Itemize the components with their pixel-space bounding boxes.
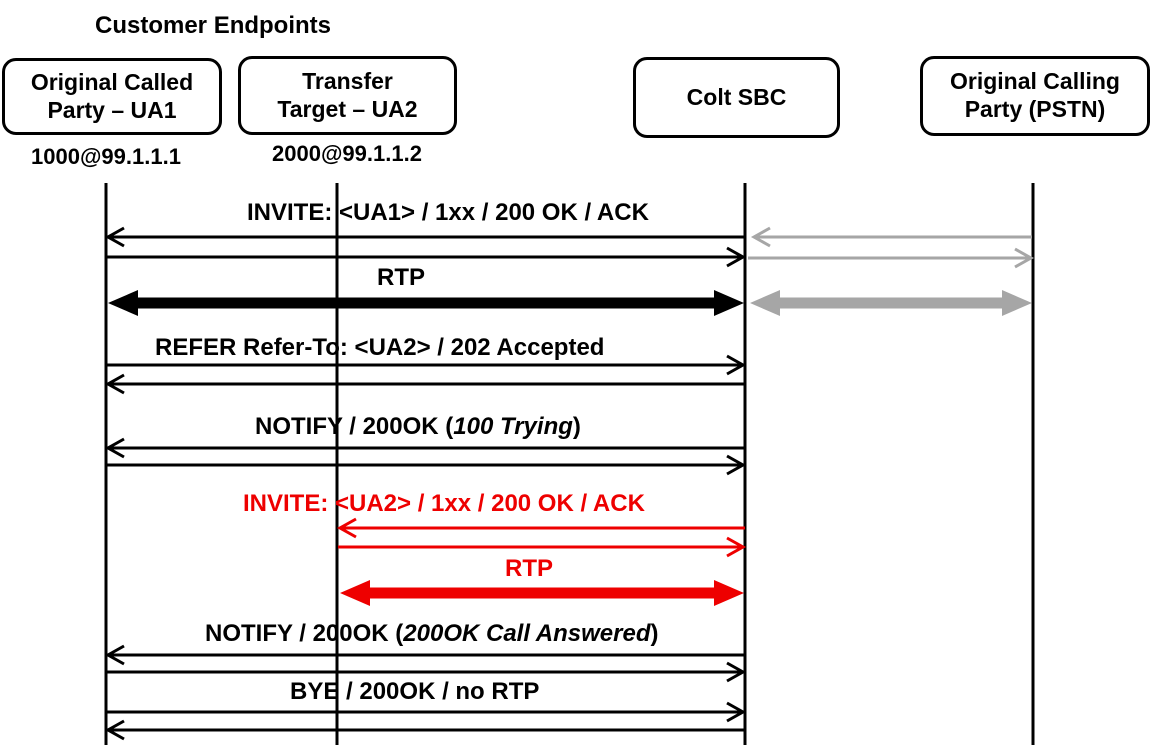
- message-label-notify-answered: NOTIFY / 200OK (200OK Call Answered): [205, 620, 659, 647]
- actor-box-ua2: Transfer Target – UA2: [238, 56, 457, 135]
- actor-box-sbc: Colt SBC: [633, 57, 840, 138]
- actor-pstn-line2: Party (PSTN): [964, 96, 1106, 122]
- arrow-invite-leg1-to-sbc: [106, 246, 747, 268]
- arrow-invite-leg2-to-sbc: [338, 536, 747, 558]
- actor-box-ua1: Original Called Party – UA1: [2, 58, 222, 135]
- message-label-notify-trying: NOTIFY / 200OK (100 Trying): [255, 413, 581, 440]
- arrow-pstn-rtp: [750, 290, 1032, 316]
- notify-trying-italic: 100 Trying: [453, 413, 573, 440]
- arrow-rtp-leg1: [108, 290, 744, 316]
- message-label-refer: REFER Refer-To: <UA2> / 202 Accepted: [155, 334, 605, 361]
- actor-ua1-address: 1000@99.1.1.1: [31, 144, 181, 169]
- message-label-invite-leg1: INVITE: <UA1> / 1xx / 200 OK / ACK: [247, 199, 649, 226]
- message-label-bye: BYE / 200OK / no RTP: [290, 678, 540, 705]
- actor-ua2-address: 2000@99.1.1.2: [272, 141, 422, 166]
- customer-endpoints-title: Customer Endpoints: [95, 12, 332, 39]
- actor-box-pstn: Original Calling Party (PSTN): [920, 56, 1150, 136]
- notify-answered-post: ): [650, 620, 659, 647]
- arrow-pstn-invite-to-sbc: [750, 226, 1032, 248]
- arrow-notify-answered-to-sbc: [106, 661, 747, 683]
- actor-sbc-line1: Colt SBC: [686, 83, 787, 110]
- arrow-invite-leg1-to-ua1: [104, 226, 745, 248]
- message-label-rtp-leg1: RTP: [377, 264, 425, 291]
- actor-ua2-line1: Transfer: [302, 67, 393, 94]
- actor-ua1-line1: Original Called: [30, 68, 194, 95]
- notify-trying-post: ): [572, 413, 581, 440]
- arrow-bye-to-ua1: [104, 719, 745, 741]
- arrow-rtp-leg2: [340, 580, 744, 606]
- arrow-notify-trying-to-sbc: [106, 454, 747, 476]
- arrow-pstn-invite-to-pstn: [748, 247, 1035, 269]
- arrow-refer-to-sbc: [106, 354, 747, 376]
- arrow-notify-answered-to-ua1: [104, 644, 745, 666]
- actor-ua2-line2: Target – UA2: [277, 95, 418, 122]
- actor-pstn-line1: Original Calling: [950, 68, 1120, 95]
- message-label-rtp-leg2: RTP: [505, 555, 553, 582]
- arrow-notify-trying-to-ua1: [104, 437, 745, 459]
- notify-answered-pre: NOTIFY / 200OK (: [205, 620, 404, 647]
- notify-trying-pre: NOTIFY / 200OK (: [255, 413, 454, 440]
- notify-answered-italic: 200OK Call Answered: [403, 620, 651, 647]
- arrow-bye-to-sbc: [106, 701, 747, 723]
- actor-ua1-line2: Party – UA1: [47, 96, 177, 123]
- arrow-refer-to-ua1: [104, 373, 745, 395]
- arrow-invite-leg2-to-ua2: [336, 517, 745, 539]
- message-label-invite-leg2: INVITE: <UA2> / 1xx / 200 OK / ACK: [243, 490, 645, 517]
